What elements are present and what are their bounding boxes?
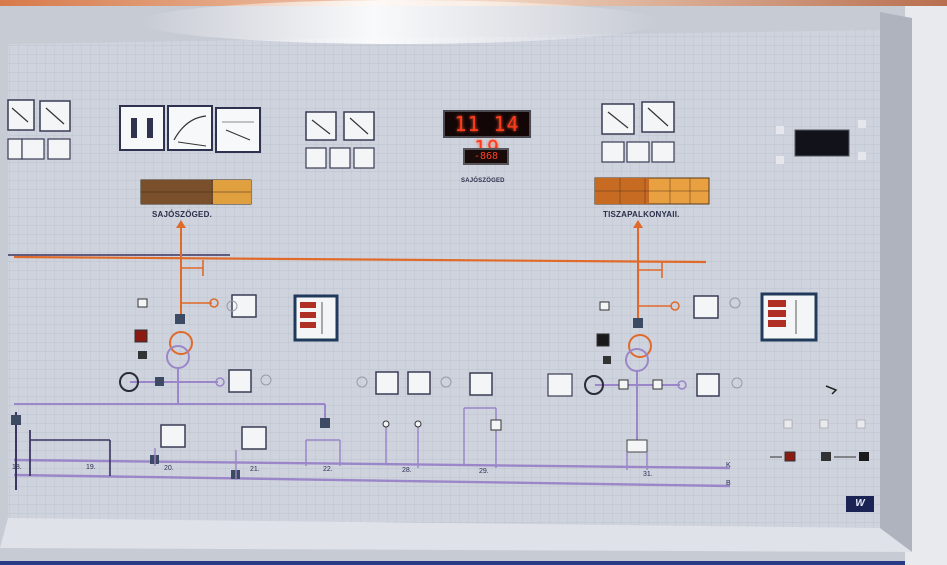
right-feeder (584, 220, 687, 470)
bus-letter-b: B (726, 480, 731, 487)
bus-number-29: 29. (479, 468, 489, 475)
purple-bus-system (11, 403, 731, 490)
bottom-right-controls (770, 385, 869, 462)
left-feeder (119, 220, 225, 404)
bus-letter-k: K (726, 462, 731, 469)
main-meter-group (119, 105, 261, 153)
annunciator-right (594, 177, 710, 205)
bus-number-28: 28. (402, 467, 412, 474)
bus-number-31: 31. (643, 471, 653, 478)
manufacturer-logo: W (846, 496, 874, 512)
bus-number-18: 18. (12, 464, 22, 471)
annunciator-left (140, 179, 252, 205)
orange-busbar (13, 255, 707, 264)
left-feeder-aux (134, 294, 339, 393)
right-top-meters (601, 101, 675, 163)
center-left-meters (305, 111, 375, 169)
digital-clock-display: 11 14 19 (443, 110, 531, 160)
right-feeder-aux (547, 292, 818, 397)
bus-number-22: 22. (323, 466, 333, 473)
middle-meters (160, 297, 743, 450)
bus-number-21: 21. (250, 466, 260, 473)
station-label-right: TISZAPALKONYAII. (603, 210, 680, 219)
digital-counter-display: -868 (463, 148, 509, 165)
station-label-left: SAJÓSZÖGED. (152, 210, 212, 219)
bus-number-19: 19. (86, 464, 96, 471)
station-label-center: SAJÓSZÖGED (461, 178, 505, 184)
panel-grid (8, 30, 880, 528)
frame-right-bevel (880, 12, 912, 552)
top-right-display (776, 120, 866, 164)
frame-bottom (0, 518, 912, 552)
top-left-meters (7, 99, 71, 160)
bus-number-20: 20. (164, 465, 174, 472)
light-glare (140, 0, 660, 44)
